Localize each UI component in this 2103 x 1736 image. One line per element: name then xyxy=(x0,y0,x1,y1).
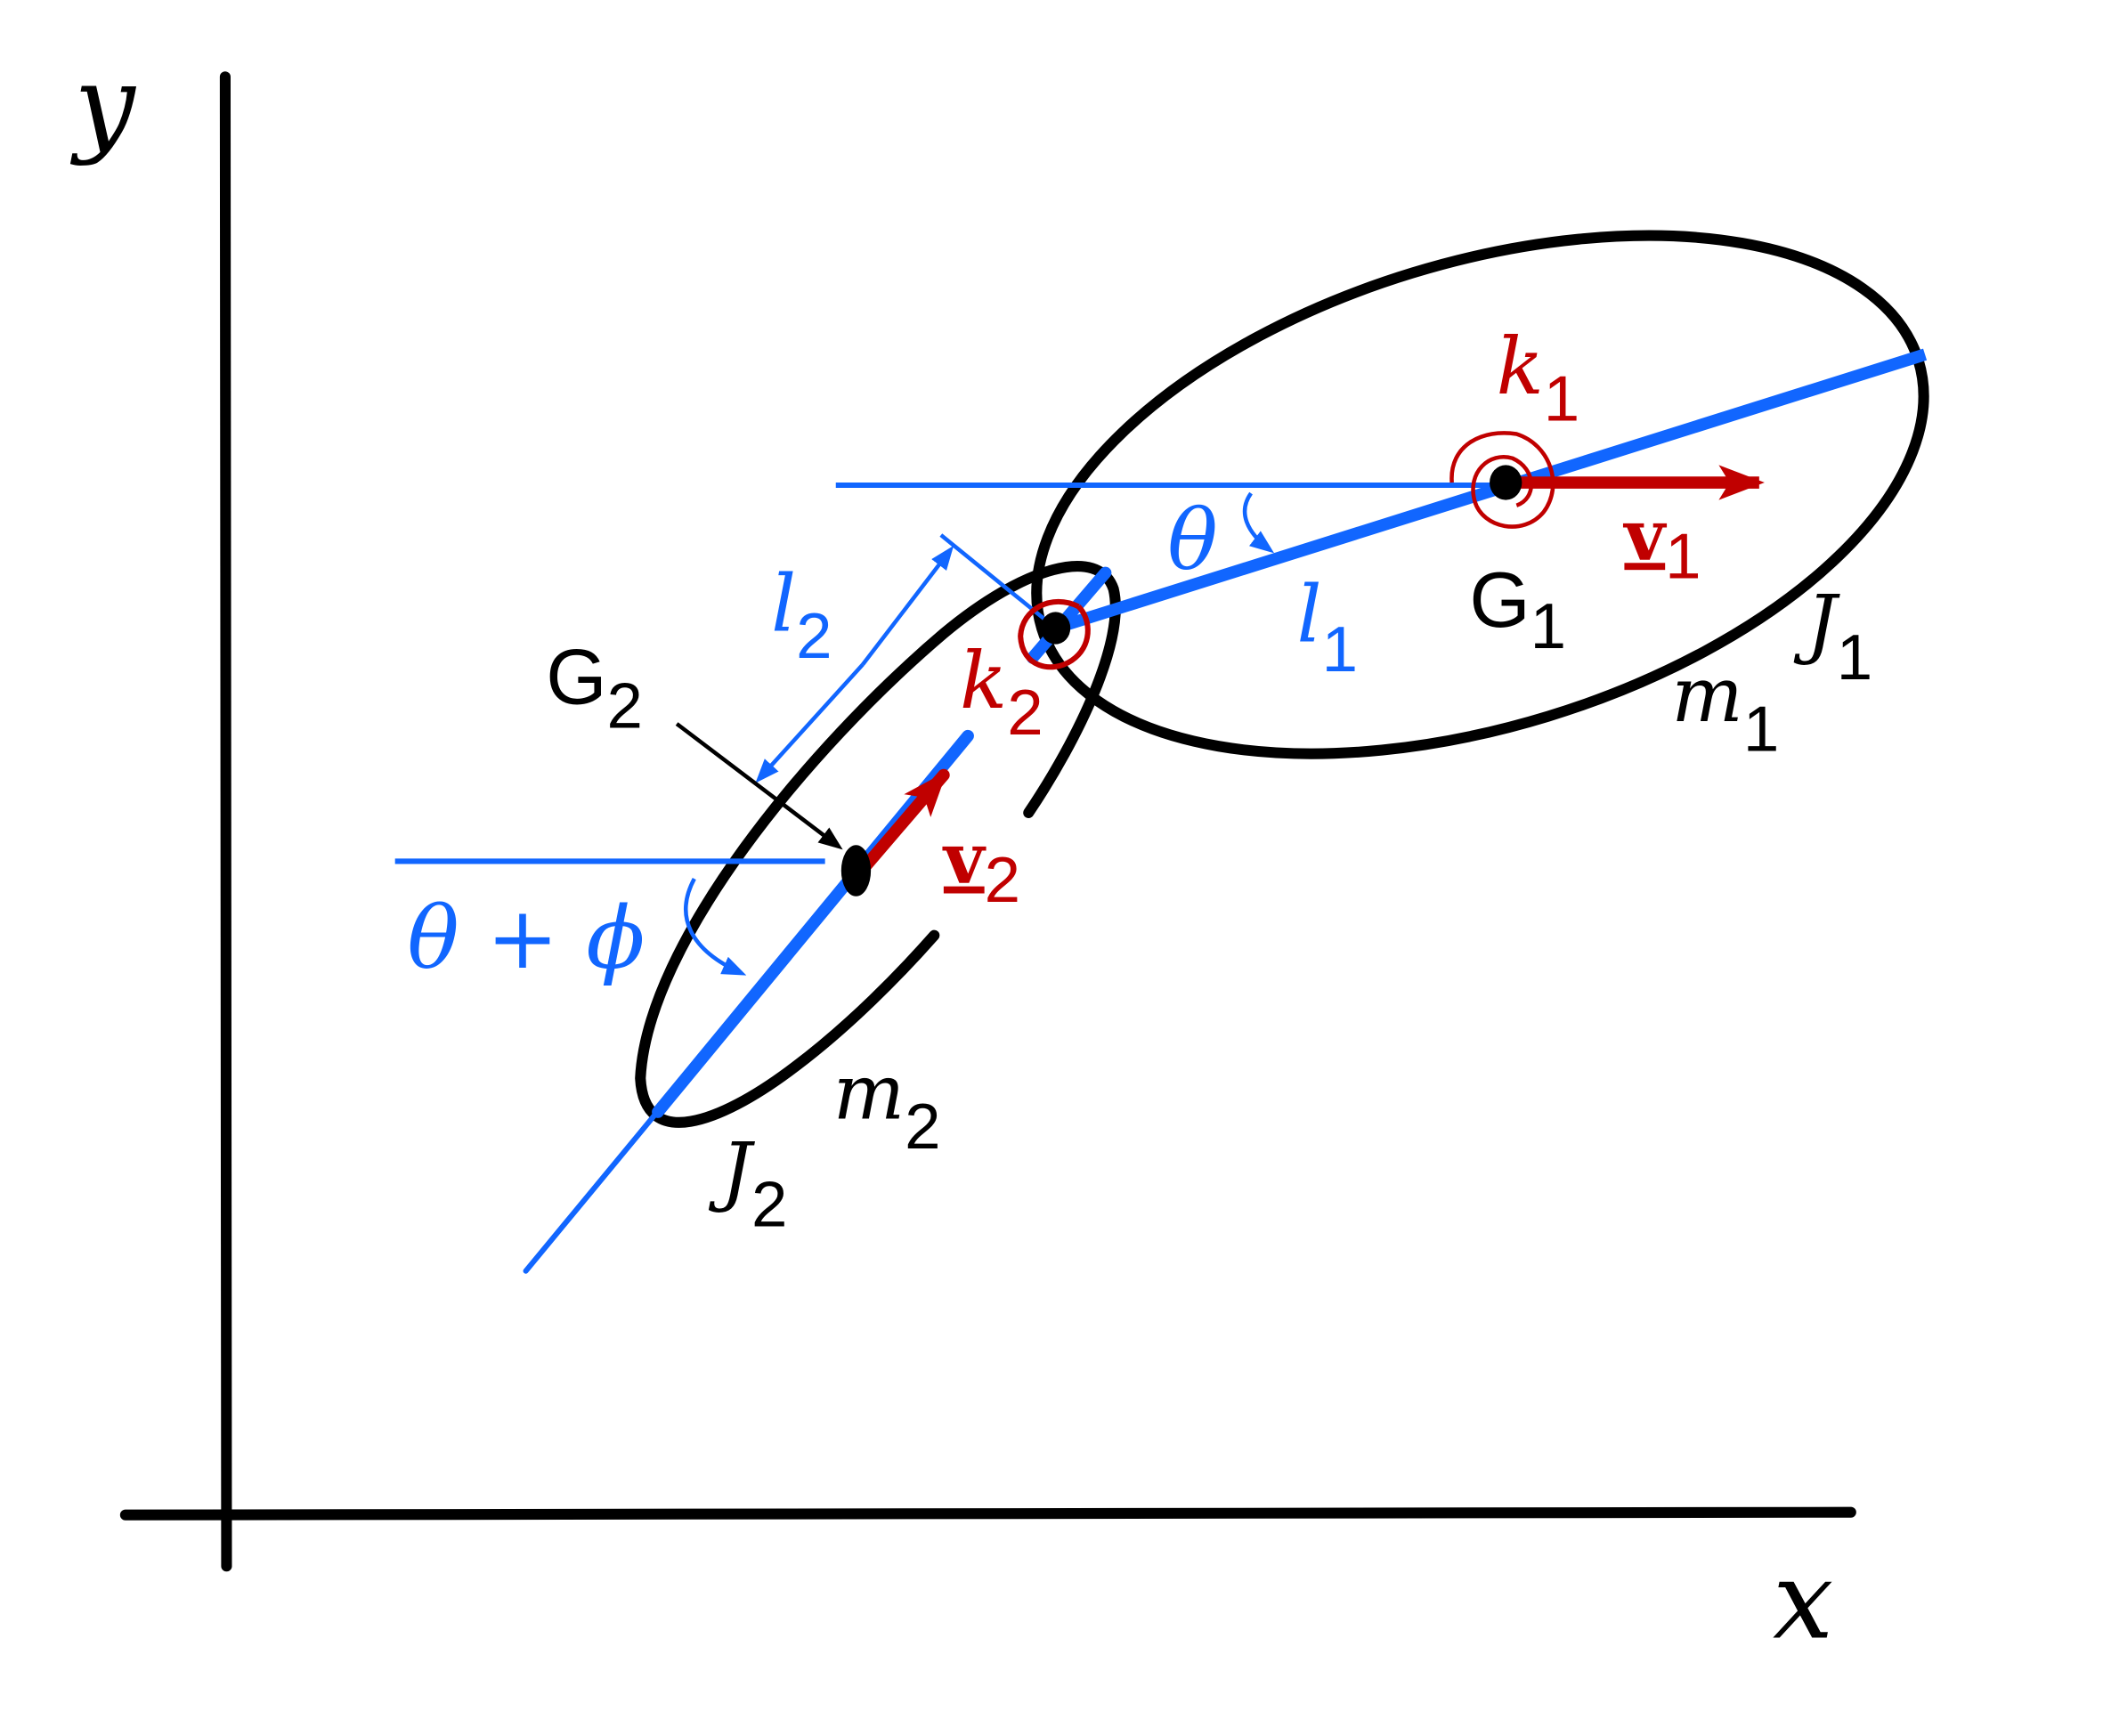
spring-k2-icon xyxy=(1018,598,1091,670)
l2-dimension-arrow-up xyxy=(861,545,954,666)
link-1-line xyxy=(1053,348,1928,635)
label-v1: v1 xyxy=(1622,493,1701,592)
label-l1: l1 xyxy=(1297,569,1359,685)
pivot-bar xyxy=(1026,566,1112,664)
pivot-dot xyxy=(1040,612,1071,645)
x-axis-label: x xyxy=(1773,1537,1833,1663)
label-theta-plus-phi: θ + ϕ xyxy=(407,888,645,988)
label-g2: G2 xyxy=(546,633,643,742)
label-m1: m1 xyxy=(1671,651,1779,765)
label-j2: J2 xyxy=(708,1126,787,1240)
theta-arc-arrow xyxy=(1242,491,1275,554)
y-axis-label: y xyxy=(69,42,136,167)
y-axis xyxy=(219,71,232,1572)
l2-extension-line xyxy=(939,533,1057,630)
label-j1: J1 xyxy=(1793,580,1872,694)
velocity-v2-arrow xyxy=(857,768,950,876)
label-k2: k2 xyxy=(960,635,1043,749)
g2-pointer-arrow xyxy=(675,722,843,850)
link-2-axis-thin xyxy=(523,1105,663,1274)
l2-dimension-arrow xyxy=(755,662,865,783)
body-2-ellipse xyxy=(635,561,1121,1128)
label-m2: m2 xyxy=(833,1049,941,1163)
theta-phi-arc-arrow xyxy=(684,878,747,976)
label-l2: l2 xyxy=(771,558,832,672)
label-g1: G1 xyxy=(1469,556,1566,662)
label-theta: θ xyxy=(1167,492,1218,589)
label-v2: v2 xyxy=(942,817,1020,916)
label-k1: k1 xyxy=(1497,320,1580,434)
centroid-g1-dot xyxy=(1490,465,1522,500)
x-axis xyxy=(119,1506,1856,1521)
centroid-g2-dot xyxy=(840,845,872,896)
spring-k1-icon xyxy=(1449,431,1555,529)
